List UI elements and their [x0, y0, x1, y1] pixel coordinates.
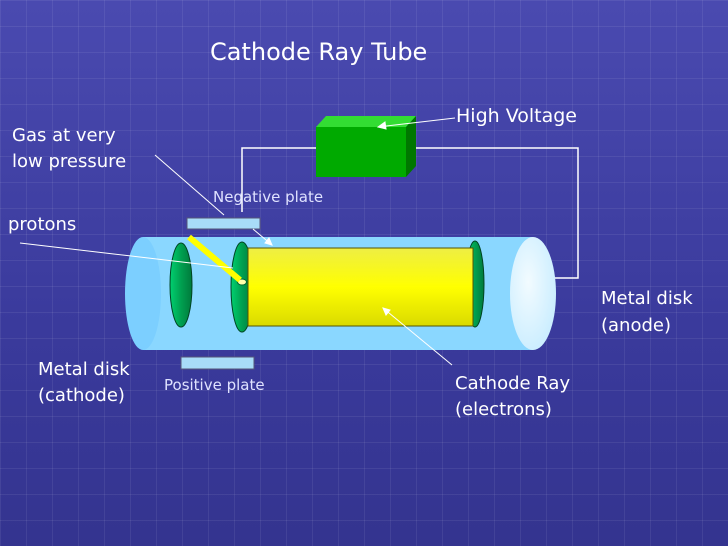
gas-label-line1: Gas at very	[12, 125, 116, 146]
positive-plate-label: Positive plate	[164, 376, 265, 394]
cathode-label-line1: Metal disk	[38, 359, 130, 380]
high-voltage-power-supply	[316, 116, 416, 177]
cathode-ray-label-line2: (electrons)	[455, 399, 552, 420]
metal-disk-left	[169, 242, 193, 328]
tube-right-end	[510, 237, 556, 350]
cathode-label-line2: (cathode)	[38, 385, 125, 406]
negative-plate-label: Negative plate	[213, 188, 324, 206]
cathode-hole	[237, 278, 247, 286]
page-title: Cathode Ray Tube	[210, 38, 428, 66]
circuit-wire	[241, 147, 579, 279]
cathode-ray-label-line1: Cathode Ray	[455, 373, 571, 394]
negative-plate	[186, 217, 261, 230]
anode-label-line2: (anode)	[601, 315, 671, 336]
protons-label: protons	[8, 214, 77, 235]
anode-label-line1: Metal disk	[601, 288, 693, 309]
high-voltage-label: High Voltage	[456, 105, 577, 127]
proton-ray	[187, 234, 242, 283]
tube-left-end	[125, 237, 161, 350]
pointer-lines	[19, 117, 456, 366]
cathode-ray-beam	[247, 247, 474, 327]
positive-plate	[180, 356, 255, 370]
gas-label-line2: low pressure	[12, 151, 127, 172]
